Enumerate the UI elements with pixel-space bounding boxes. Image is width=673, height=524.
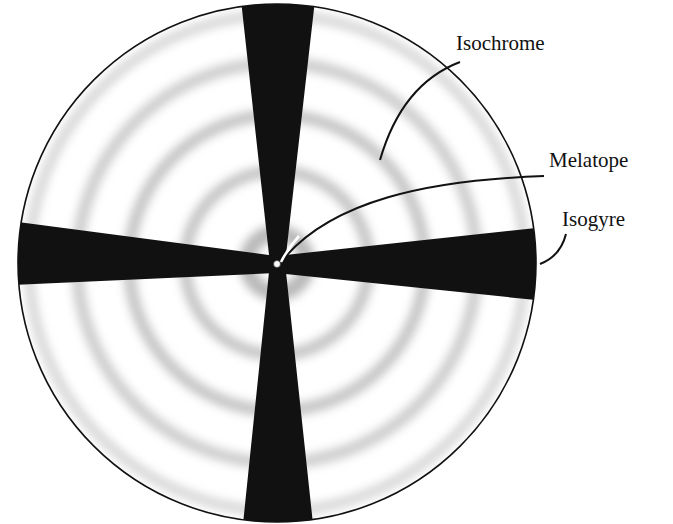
isogyre-horizontal	[10, 221, 545, 301]
leader-line	[281, 176, 544, 262]
melatope-dot	[274, 261, 281, 268]
part-label: Isochrome	[456, 31, 545, 55]
leader-line	[281, 236, 299, 262]
part-label: Melatope	[549, 148, 628, 172]
leader-line	[380, 62, 460, 160]
isochrome-rings	[10, 0, 545, 524]
field-outline	[18, 4, 536, 522]
leader-line	[540, 234, 566, 264]
part-label: Isogyre	[562, 207, 625, 231]
